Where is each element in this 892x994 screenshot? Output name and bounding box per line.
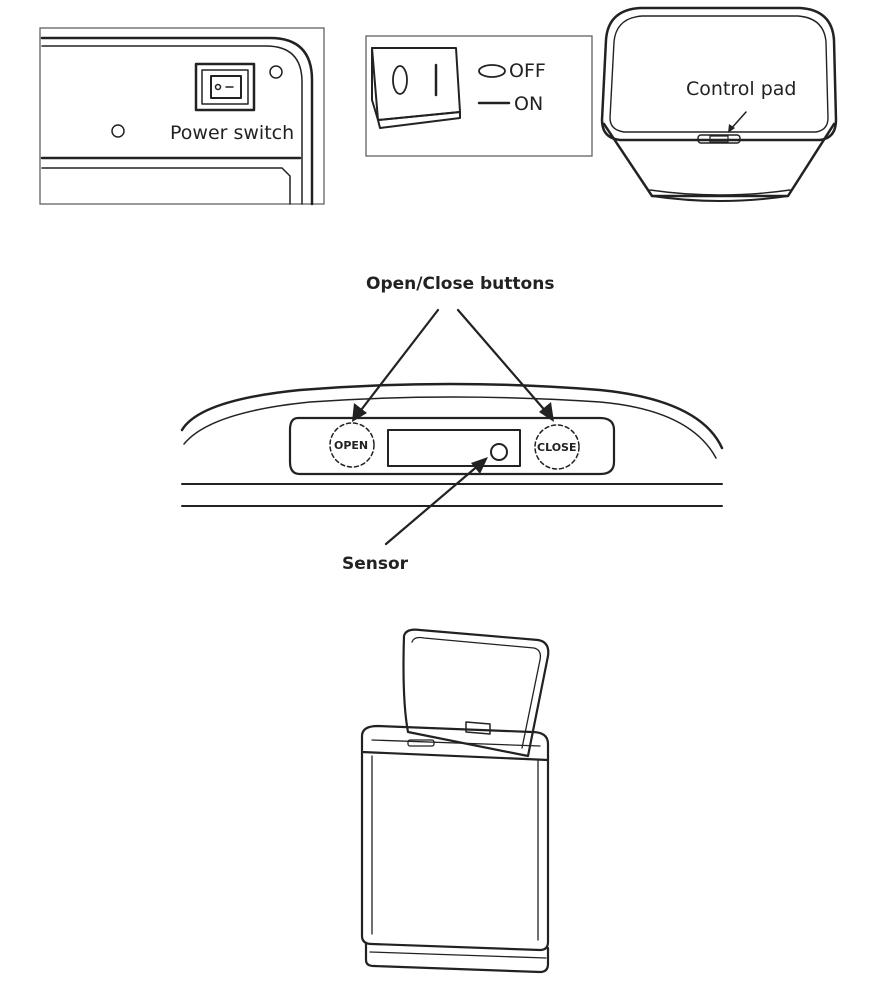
- can-base-line: [369, 951, 547, 959]
- control-pad-icon: [697, 134, 741, 144]
- rocker-switch-bottom: [377, 111, 461, 129]
- rocker-switch-illustration: [371, 47, 461, 121]
- can-rim: [360, 724, 550, 762]
- switch-off-mark: [214, 83, 222, 91]
- rim-control-pad-icon: [407, 739, 435, 747]
- switch-bezel: [194, 62, 256, 112]
- switch-rocker[interactable]: [210, 75, 242, 99]
- sensor-pointer: [384, 462, 482, 546]
- housing-edge-inner: [41, 45, 303, 205]
- close-button-pointer: [456, 308, 550, 416]
- can-base-inner: [649, 189, 791, 196]
- on-label: ON: [514, 93, 543, 115]
- off-symbol-on-switch: [392, 65, 408, 95]
- lid-inner-outline: [609, 15, 829, 133]
- close-button-highlight: [534, 424, 580, 470]
- off-symbol-icon: [478, 64, 506, 78]
- control-plate: [288, 416, 616, 476]
- rocker-switch-side: [371, 47, 379, 121]
- open-button-highlight: [329, 422, 375, 468]
- housing-edge: [40, 36, 314, 206]
- lid-edge-inner: [183, 396, 717, 459]
- lid-outline: [600, 6, 838, 142]
- control-pad-label: Control pad: [686, 78, 796, 100]
- screw-hole-icon: [111, 124, 125, 138]
- control-panel-detail: Open/Close buttons OPEN CLOSE Sensor: [180, 274, 724, 574]
- power-switch-panel: Power switch: [39, 27, 325, 206]
- sensor-icon: [490, 443, 508, 461]
- open-button-stamp[interactable]: OPEN: [334, 439, 368, 452]
- sensor-arrowhead: [471, 457, 488, 474]
- control-pad-arrowhead: [728, 124, 735, 133]
- housing-ledge-inner: [41, 167, 291, 205]
- can-base: [651, 195, 789, 202]
- close-button-stamp[interactable]: CLOSE: [537, 441, 576, 454]
- open-lid-inner: [411, 636, 542, 749]
- can-body-outline: [360, 750, 550, 952]
- can-opening: [371, 739, 541, 747]
- lid-edge: [180, 382, 724, 450]
- open-lid: [402, 628, 550, 758]
- lid-top-panel: Control pad: [600, 6, 838, 202]
- power-switch-label: Power switch: [170, 122, 294, 144]
- switch-bezel-inner: [201, 69, 249, 105]
- switch-legend-panel: OFF ON: [365, 35, 593, 157]
- can-body: [602, 122, 836, 198]
- panel-frame: [39, 27, 325, 205]
- panel-frame: [365, 35, 593, 157]
- sensor-label: Sensor: [342, 554, 409, 574]
- open-button-pointer: [356, 308, 440, 416]
- control-pad-display: [709, 135, 729, 143]
- display-window: [387, 429, 521, 467]
- open-close-buttons-label: Open/Close buttons: [366, 274, 554, 294]
- trash-can-open-illustration: [360, 628, 550, 974]
- lid-hinge: [465, 721, 491, 735]
- screw-hole-icon: [269, 65, 283, 79]
- off-label: OFF: [509, 60, 546, 82]
- can-base-band: [364, 942, 550, 974]
